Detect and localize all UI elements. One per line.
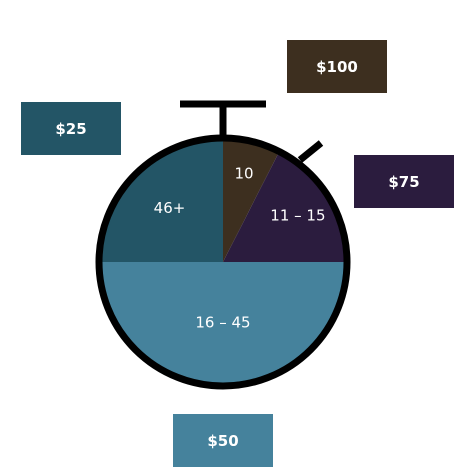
price-tag-50: $50 — [173, 414, 273, 467]
stopwatch-side-button — [297, 140, 324, 163]
pie-slice — [223, 153, 345, 262]
price-tag-75: $75 — [354, 155, 454, 208]
pie-slice — [101, 140, 223, 262]
stopwatch-frame — [95, 100, 351, 390]
stopwatch-ring — [95, 134, 351, 390]
slice-label: 11 – 15 — [270, 207, 325, 225]
price-tag-100: $100 — [287, 40, 387, 93]
slice-label: 46+ — [154, 199, 186, 217]
slice-labels: 10 11 – 15 16 – 45 46+ — [154, 165, 326, 332]
slice-label: 16 – 45 — [195, 314, 250, 332]
pie-slice — [101, 262, 345, 384]
pie-slice — [223, 140, 279, 262]
slice-label: 10 — [235, 165, 254, 183]
pie-slices — [101, 140, 345, 384]
price-tag-25: $25 — [21, 102, 121, 155]
